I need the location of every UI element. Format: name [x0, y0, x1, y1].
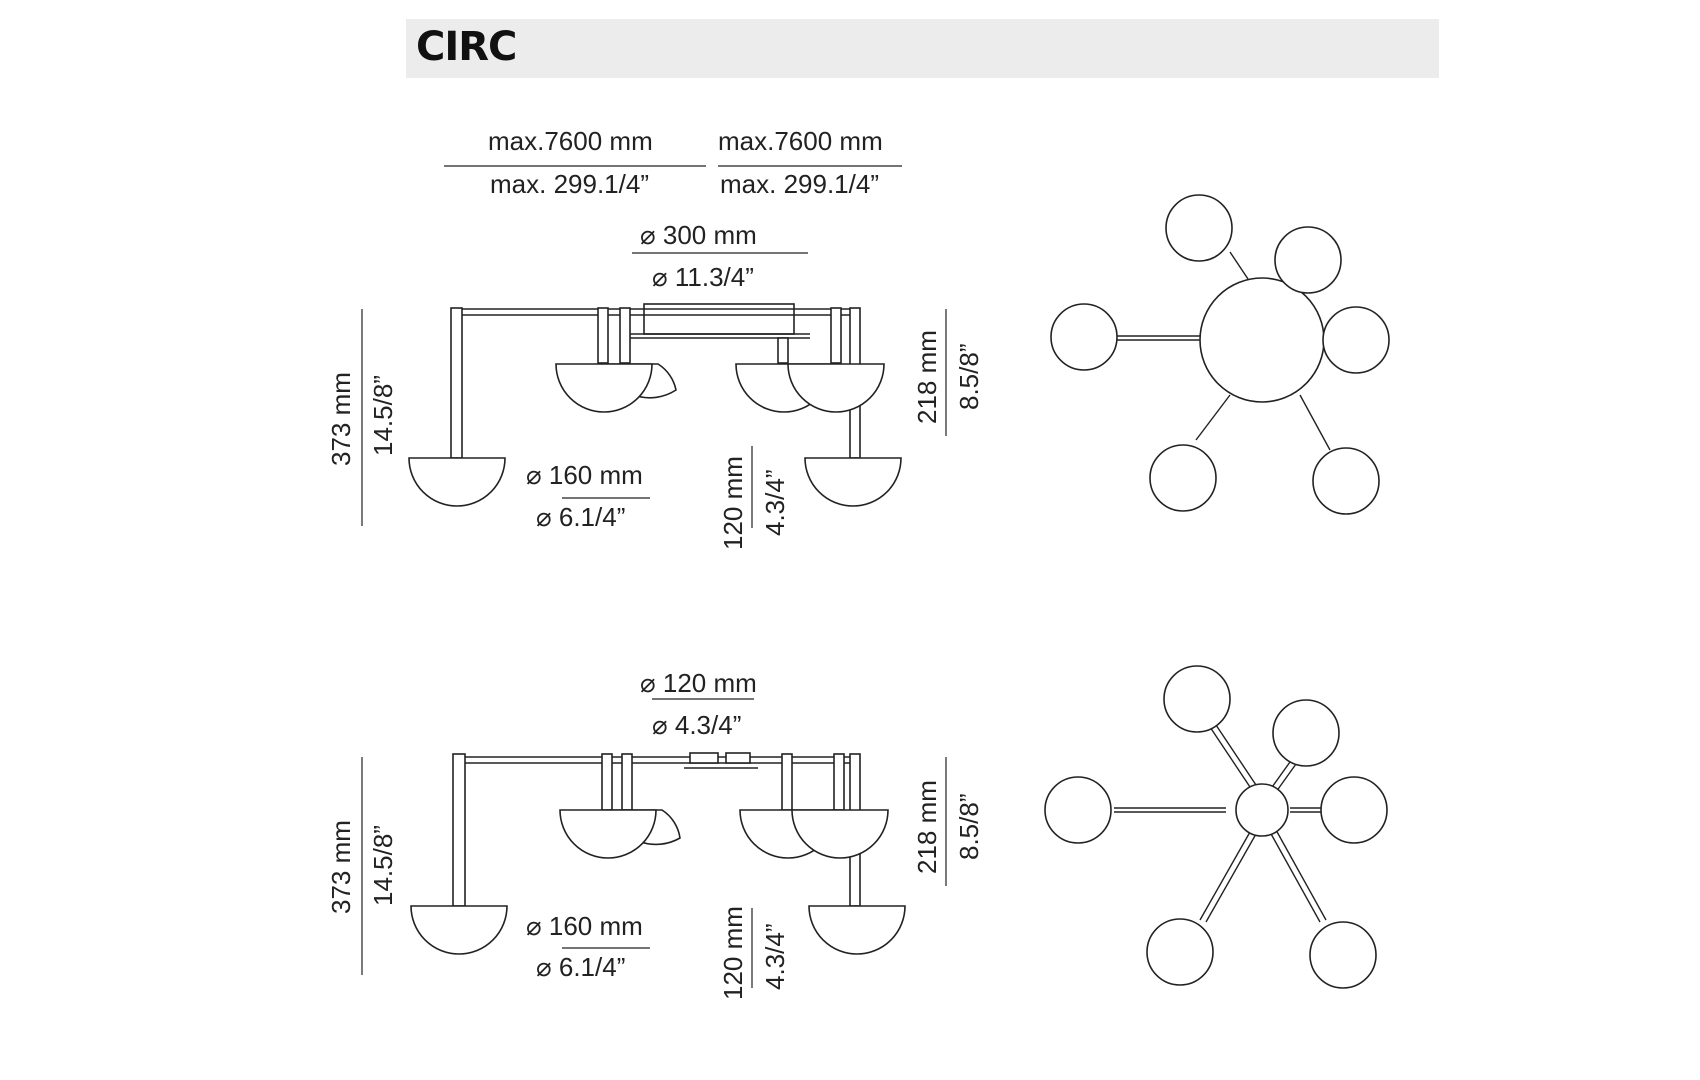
shade-in-label: ⌀ 6.1/4”: [536, 502, 625, 532]
rod: [621, 753, 633, 811]
canopy-mm-label: ⌀ 300 mm: [640, 220, 757, 250]
globe: [1274, 226, 1342, 294]
globe: [1320, 776, 1388, 844]
upper-mm-label: 218 mm: [912, 330, 942, 424]
canopy-circle: [1235, 783, 1289, 837]
globe: [1050, 303, 1118, 371]
globe: [1165, 194, 1233, 262]
bottom-plan-view: [1044, 665, 1388, 989]
drop-in-label: 4.3/4”: [760, 924, 790, 991]
rod: [781, 753, 793, 811]
height-mm-label: 373 mm: [326, 820, 356, 914]
globe: [1322, 306, 1390, 374]
max-right-mm-label: max.7600 mm: [718, 126, 883, 156]
rod: [833, 753, 845, 811]
canopy-in-label: ⌀ 4.3/4”: [652, 710, 741, 740]
globe: [1309, 921, 1377, 989]
upper-in-label: 8.5/8”: [954, 794, 984, 861]
rod: [450, 307, 463, 459]
globe: [1146, 918, 1214, 986]
rod: [830, 307, 842, 364]
max-right-in-label: max. 299.1/4”: [720, 169, 879, 199]
globe-shade: [559, 809, 657, 859]
canopy-circle: [1199, 277, 1325, 403]
globe-shade: [410, 905, 508, 955]
rod: [452, 753, 466, 907]
upper-in-label: 8.5/8”: [954, 344, 984, 411]
canopy-mm-label: ⌀ 120 mm: [640, 668, 757, 698]
globe: [1163, 665, 1231, 733]
max-left-in-label: max. 299.1/4”: [490, 169, 649, 199]
max-left-mm-label: max.7600 mm: [488, 126, 653, 156]
globe: [1044, 776, 1112, 844]
canopy-in-label: ⌀ 11.3/4”: [652, 262, 754, 292]
globe-shade: [808, 905, 906, 955]
rod: [777, 337, 789, 364]
shade-in-label: ⌀ 6.1/4”: [536, 952, 625, 982]
height-in-label: 14.5/8”: [368, 825, 398, 906]
shade-mm-label: ⌀ 160 mm: [526, 460, 643, 490]
globe-shade: [791, 809, 889, 859]
globe-shade: [408, 457, 506, 507]
rod: [597, 307, 609, 364]
drop-in-label: 4.3/4”: [760, 470, 790, 537]
top-plan-view: [1050, 194, 1390, 515]
title-bar: CIRC: [406, 19, 1439, 78]
height-mm-label: 373 mm: [326, 372, 356, 466]
page-title: CIRC: [416, 24, 517, 70]
globe: [1149, 444, 1217, 512]
bottom-side-elevation: ⌀ 120 mm ⌀ 4.3/4” 373 mm 14.5/8” ⌀ 160 m…: [326, 668, 984, 1000]
globe-shade: [787, 363, 885, 413]
shade-mm-label: ⌀ 160 mm: [526, 911, 643, 941]
drop-mm-label: 120 mm: [718, 906, 748, 1000]
height-in-label: 14.5/8”: [368, 375, 398, 456]
globe-shade: [804, 457, 902, 507]
top-side-elevation: max.7600 mm max. 299.1/4” max.7600 mm ma…: [326, 126, 984, 550]
drop-mm-label: 120 mm: [718, 456, 748, 550]
globe: [1272, 699, 1340, 767]
globe-shade: [555, 363, 653, 413]
rod: [619, 307, 631, 364]
upper-mm-label: 218 mm: [912, 780, 942, 874]
rod: [601, 753, 613, 811]
globe: [1312, 447, 1380, 515]
